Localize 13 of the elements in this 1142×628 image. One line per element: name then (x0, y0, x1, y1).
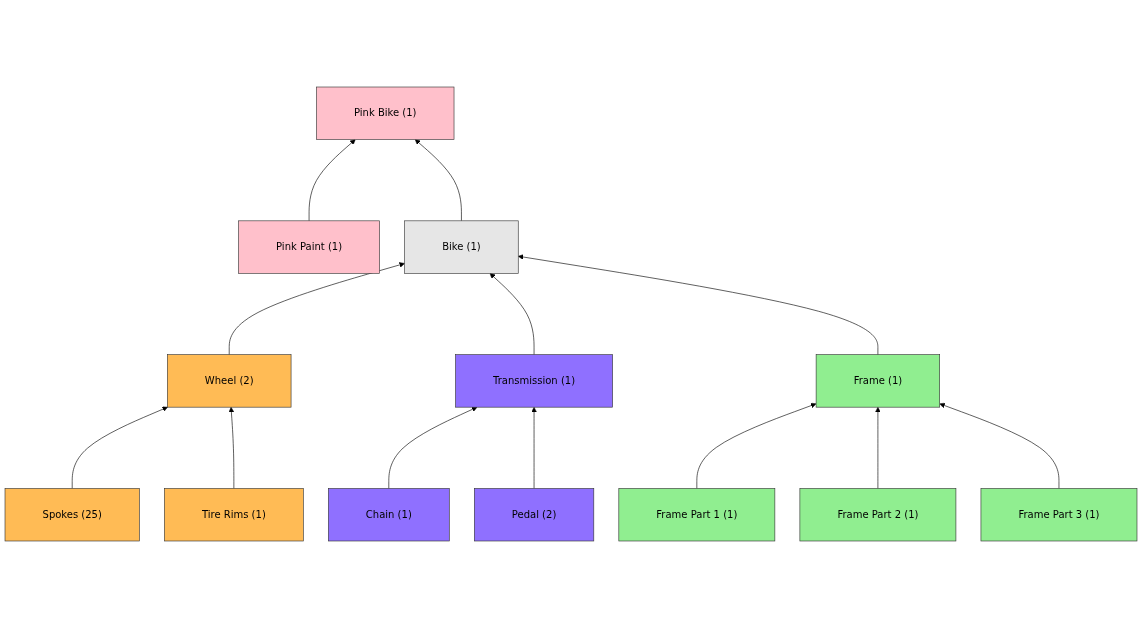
node-box: Pink Bike (1) (316, 86, 455, 140)
node-box: Spokes (25) (4, 488, 140, 542)
node-box: Frame (1) (815, 354, 940, 408)
node-box: Frame Part 1 (1) (618, 488, 776, 542)
node-box: Pink Paint (1) (238, 220, 380, 274)
node-box: Transmission (1) (455, 354, 613, 408)
node-box: Frame Part 3 (1) (980, 488, 1138, 542)
node-box: Bike (1) (404, 220, 519, 274)
node-box: Frame Part 2 (1) (799, 488, 957, 542)
node-box: Tire Rims (1) (164, 488, 304, 542)
node-box: Pedal (2) (474, 488, 595, 542)
node-box: Chain (1) (328, 488, 450, 542)
node-box: Wheel (2) (167, 354, 292, 408)
